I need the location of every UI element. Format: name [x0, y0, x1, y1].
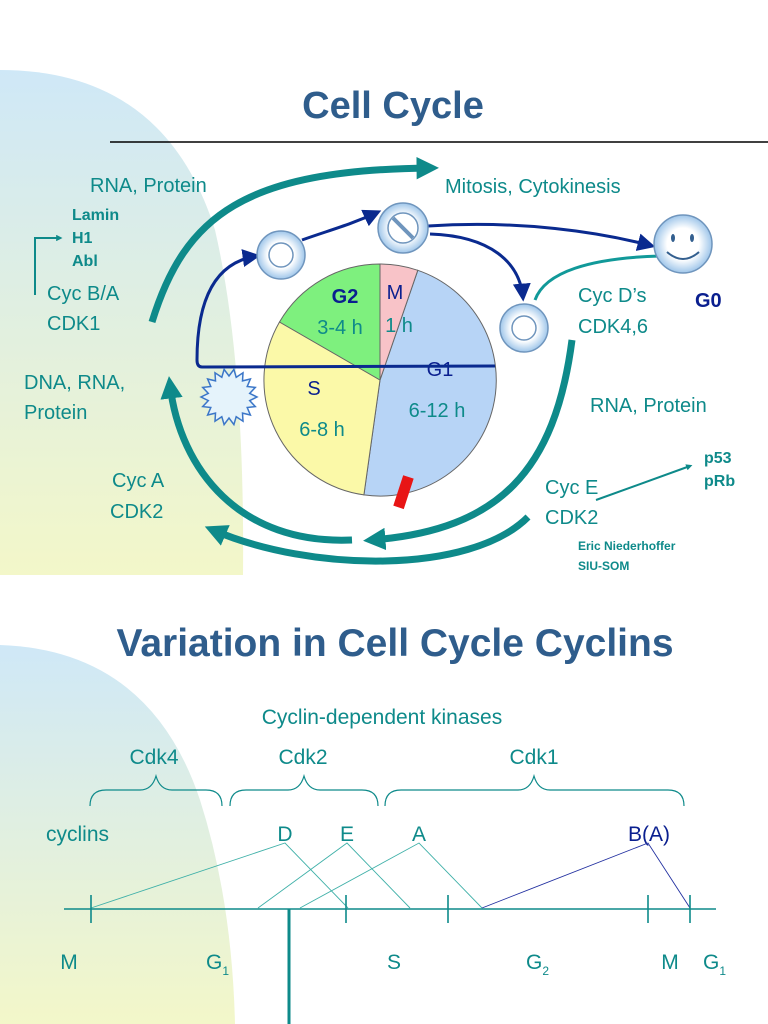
phase-label-m: M — [387, 282, 404, 304]
slide2-title: Variation in Cell Cycle Cyclins — [116, 622, 673, 665]
label-cyclin-dependent-kinases: Cyclin-dependent kinases — [262, 706, 502, 729]
label-cdk2: Cdk2 — [278, 746, 327, 769]
credit-institution: SIU-SOM — [578, 559, 629, 573]
label-cyclin-d: D — [277, 823, 292, 846]
cell-icon-g2 — [256, 230, 306, 280]
label-dna-rna-protein-1: DNA, RNA, — [24, 372, 125, 394]
label-cyc-ds: Cyc D’s — [578, 285, 647, 307]
cell-icon-g1 — [499, 303, 549, 353]
label-cdk2-right: CDK2 — [545, 507, 598, 529]
arrow-cyce-targets — [595, 464, 693, 501]
cyclin-d-curve — [90, 842, 349, 909]
brace-cdk2 — [229, 773, 379, 807]
label-cyclin-a: A — [412, 823, 426, 846]
phase-g2: G2 — [526, 951, 549, 978]
label-h1: H1 — [72, 230, 93, 247]
credit-author: Eric Niederhoffer — [578, 539, 676, 553]
navy-arrow-g2-to-m — [301, 209, 382, 242]
cell-icon-mitosis — [377, 202, 429, 254]
phase-label-g2: G2 — [332, 286, 359, 308]
teal-arrow-right — [363, 339, 576, 551]
teal-line-g0-return — [533, 254, 661, 301]
label-cdk1: CDK1 — [47, 313, 100, 335]
pie-slice-g2 — [278, 263, 381, 381]
slide2-background-shape — [0, 645, 235, 1024]
restriction-point-mark — [393, 475, 414, 510]
pie-slice-m — [379, 263, 419, 381]
phase-label-s: S — [307, 378, 320, 400]
slide1-title: Cell Cycle — [302, 85, 484, 127]
label-prb: pRb — [704, 473, 735, 490]
label-abl: Abl — [72, 253, 98, 270]
cyclin-activity-lines — [90, 842, 483, 909]
starburst-icon-s-phase — [199, 367, 259, 427]
label-mitosis-cytokinesis: Mitosis, Cytokinesis — [445, 176, 621, 198]
phase-m-2: M — [661, 951, 679, 974]
navy-arrow-m-to-g0 — [427, 222, 656, 251]
phase-g1: G1 — [206, 951, 229, 978]
phase-m-1: M — [60, 951, 78, 974]
navy-arrow-m-to-g1 — [429, 232, 531, 302]
label-cyc-ba: Cyc B/A — [47, 283, 120, 305]
brace-cdk1 — [384, 773, 685, 807]
slide1-background-shape — [0, 70, 244, 575]
label-rna-protein-top: RNA, Protein — [90, 175, 207, 197]
label-cyclins: cyclins — [46, 823, 109, 846]
brace-cdk4 — [89, 773, 223, 807]
label-p53: p53 — [704, 450, 732, 467]
teal-arrow-top — [148, 156, 439, 324]
teal-arrow-bottom — [204, 514, 531, 565]
label-cyc-a: Cyc A — [112, 470, 165, 492]
cyclin-e-curve — [257, 842, 411, 909]
phase-g1-b: G1 — [703, 951, 726, 978]
label-cyclin-e: E — [340, 823, 354, 846]
bracket-arrow-targets — [34, 234, 63, 295]
label-g0: G0 — [695, 290, 722, 312]
label-lamin: Lamin — [72, 207, 119, 224]
label-cyclin-ba: B(A) — [628, 823, 670, 846]
label-cdk4: Cdk4 — [129, 746, 178, 769]
smiley-icon-g0 — [653, 214, 713, 274]
phase-label-g1: G1 — [427, 359, 454, 381]
label-cdk1: Cdk1 — [509, 746, 558, 769]
phase-time-g1: 6-12 h — [409, 400, 466, 422]
label-cyc-e: Cyc E — [545, 477, 598, 499]
teal-arrow-left — [160, 376, 353, 544]
phase-time-g2: 3-4 h — [317, 317, 363, 339]
phase-s: S — [387, 951, 401, 974]
timeline-ticks — [90, 895, 691, 923]
label-cdk46: CDK4,6 — [578, 316, 648, 338]
phase-time-s: 6-8 h — [299, 419, 345, 441]
phase-time-m: 1 h — [385, 315, 413, 337]
cyclin-a-curve — [299, 842, 483, 909]
label-dna-rna-protein-2: Protein — [24, 402, 87, 424]
cell-cycle-pie — [263, 263, 497, 497]
navy-arrow-g1-to-g2 — [195, 249, 496, 369]
cyclin-ba-curve — [481, 842, 691, 909]
label-cdk2-left: CDK2 — [110, 501, 163, 523]
label-rna-protein-right: RNA, Protein — [590, 395, 707, 417]
